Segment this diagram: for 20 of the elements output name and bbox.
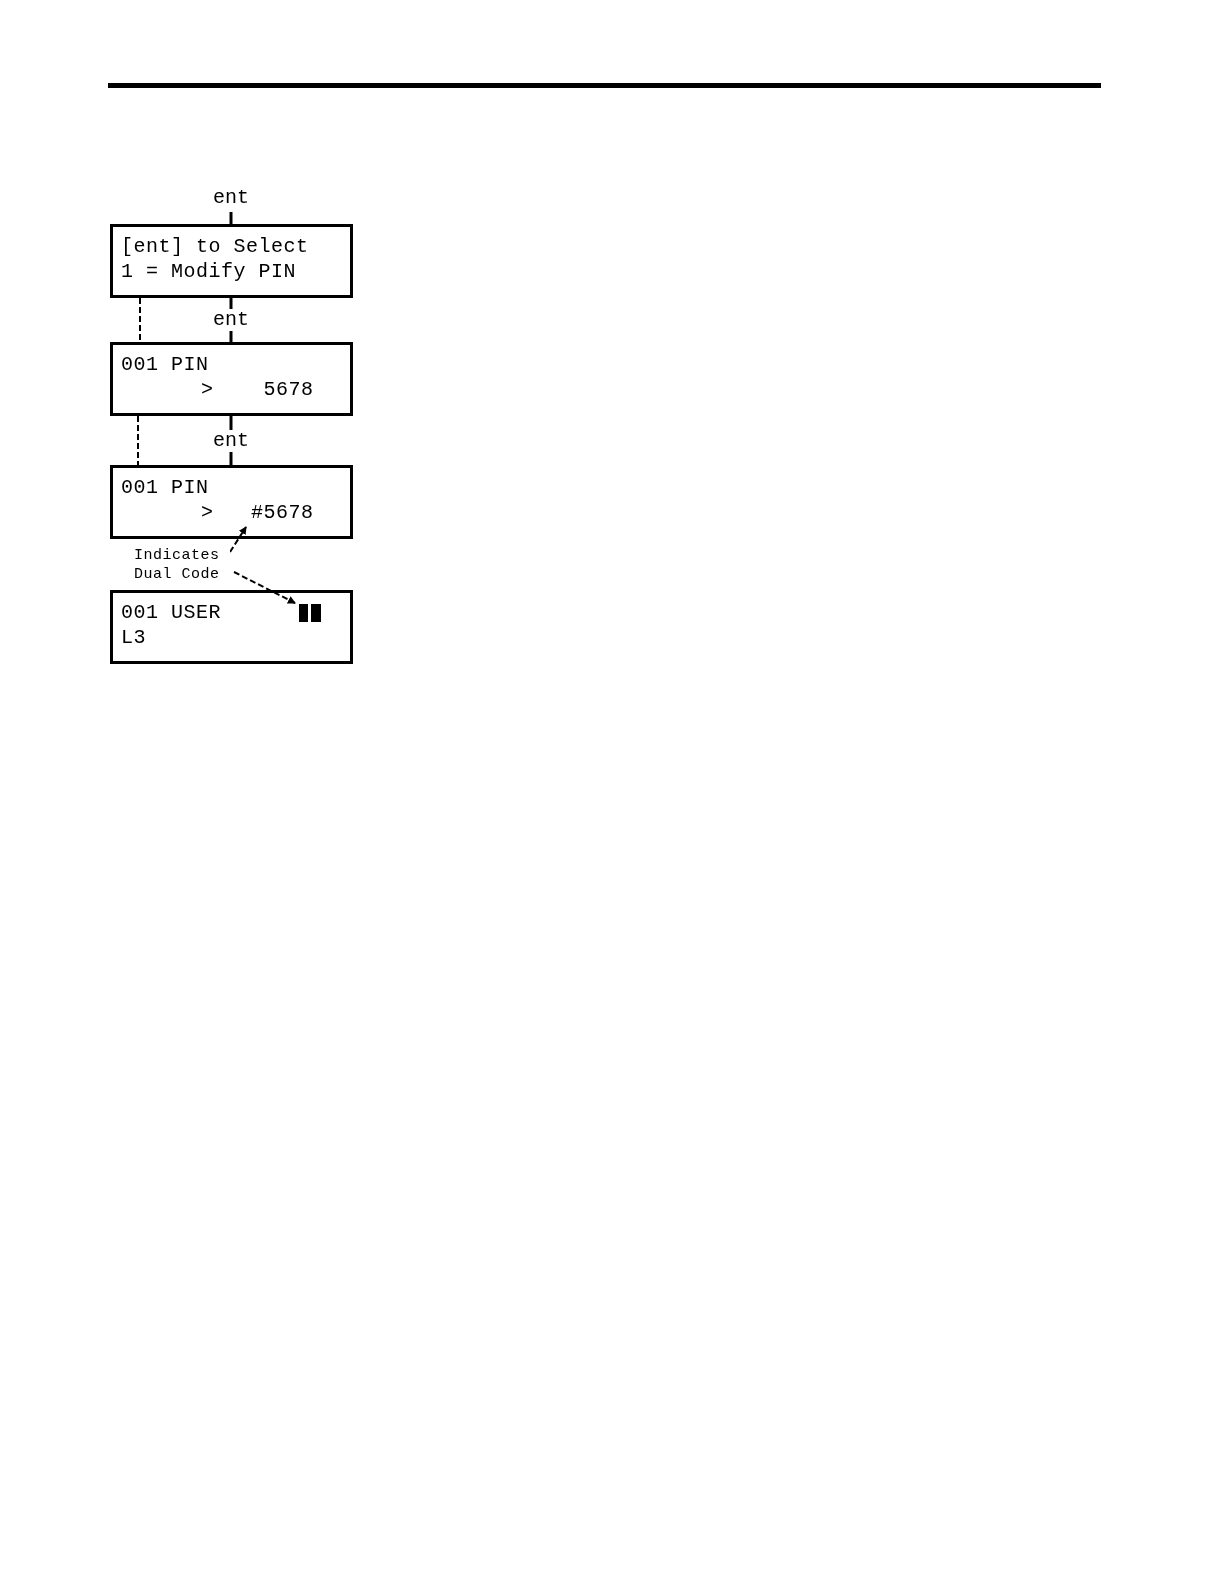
display-line: [ent] to Select <box>121 234 309 259</box>
display-line: 001 PIN <box>121 352 209 377</box>
lcd-display-box <box>110 342 353 416</box>
display-line: L3 <box>121 625 146 650</box>
connector-line <box>137 415 139 466</box>
dual-code-icon <box>299 604 321 622</box>
display-line: 001 PIN <box>121 475 209 500</box>
display-line: > #5678 <box>201 500 314 525</box>
edge-label: ent <box>212 429 250 452</box>
display-line: > 5678 <box>201 377 314 402</box>
lcd-display-box <box>110 224 353 298</box>
connector-line <box>139 297 141 343</box>
lcd-display-box <box>110 590 353 664</box>
edge-label: ent <box>212 309 250 331</box>
leader-line <box>229 526 247 553</box>
leader-line <box>233 571 296 604</box>
connector-line <box>229 212 233 224</box>
display-line: 001 USER <box>121 600 221 625</box>
lcd-display-box <box>110 465 353 539</box>
display-line: 1 = Modify PIN <box>121 259 297 284</box>
